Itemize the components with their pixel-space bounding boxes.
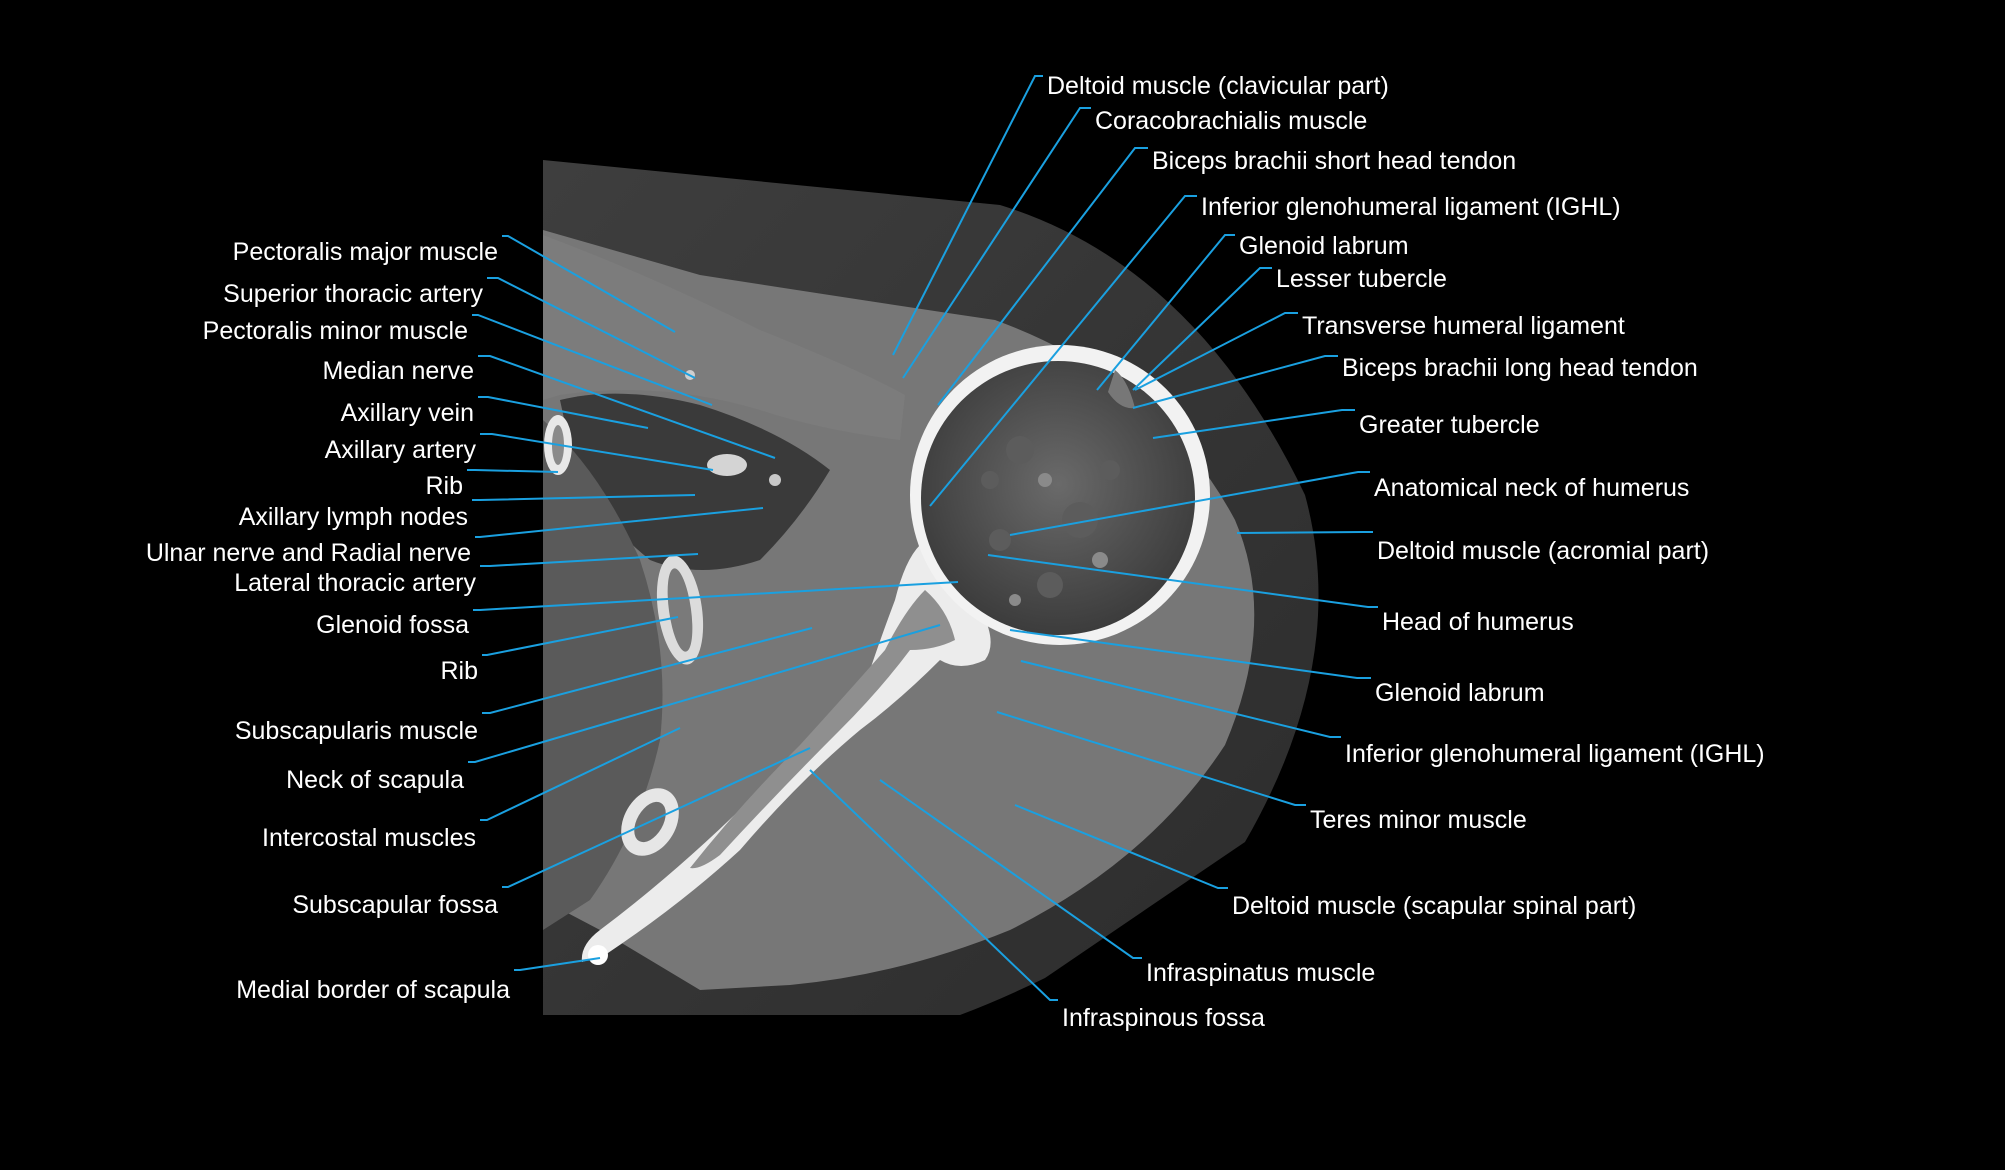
leader-right-infraspinatus-muscle bbox=[879, 779, 1142, 959]
axillary-artery bbox=[769, 474, 781, 486]
lesser-tubercle-notch bbox=[1108, 370, 1135, 409]
leader-left-lateral-thoracic-artery bbox=[480, 553, 699, 567]
leader-right-anatomical-neck-of-humerus bbox=[1009, 471, 1370, 536]
label-neck-of-scapula: Neck of scapula bbox=[286, 766, 464, 794]
leader-right-glenoid-labrum bbox=[1096, 234, 1235, 391]
label-transverse-humeral-ligament: Transverse humeral ligament bbox=[1302, 312, 1625, 340]
label-rib: Rib bbox=[440, 657, 478, 685]
label-pectoralis-minor-muscle: Pectoralis minor muscle bbox=[203, 317, 468, 345]
leader-right-infraspinous-fossa bbox=[809, 769, 1058, 1001]
ct-image bbox=[543, 160, 1319, 1015]
label-greater-tubercle: Greater tubercle bbox=[1359, 411, 1540, 439]
label-lateral-thoracic-artery: Lateral thoracic artery bbox=[234, 569, 476, 597]
leader-right-glenoid-labrum bbox=[1009, 629, 1371, 679]
label-anatomical-neck-of-humerus: Anatomical neck of humerus bbox=[1374, 474, 1689, 502]
label-glenoid-fossa: Glenoid fossa bbox=[316, 611, 469, 639]
leader-right-deltoid-muscle bbox=[1236, 531, 1373, 534]
leader-right-inferior-glenohumeral-ligament bbox=[929, 195, 1197, 507]
leader-right-lesser-tubercle bbox=[1132, 267, 1272, 391]
leader-right-biceps-brachii-short-head-tendon bbox=[937, 147, 1148, 406]
label-subscapular-fossa: Subscapular fossa bbox=[292, 891, 498, 919]
label-deltoid-muscle: Deltoid muscle (scapular spinal part) bbox=[1232, 892, 1636, 920]
label-biceps-brachii-long-head-tendon: Biceps brachii long head tendon bbox=[1342, 354, 1698, 382]
label-subscapularis-muscle: Subscapularis muscle bbox=[235, 717, 478, 745]
leader-left-axillary-artery bbox=[480, 433, 714, 471]
leader-right-transverse-humeral-ligament bbox=[1134, 312, 1298, 391]
leader-right-deltoid-muscle bbox=[892, 75, 1043, 356]
leader-right-biceps-brachii-long-head-tendon bbox=[1132, 355, 1338, 409]
leader-right-coracobrachialis-muscle bbox=[902, 107, 1091, 379]
label-teres-minor-muscle: Teres minor muscle bbox=[1310, 806, 1527, 834]
leader-left-neck-of-scapula bbox=[468, 624, 941, 763]
leader-left-subscapularis-muscle bbox=[482, 627, 813, 714]
leader-left-subscapular-fossa bbox=[502, 747, 811, 888]
axillary-fat bbox=[560, 393, 830, 570]
rib-2-inner bbox=[667, 568, 693, 652]
leader-right-inferior-glenohumeral-ligament bbox=[1020, 660, 1341, 738]
label-deltoid-muscle: Deltoid muscle (clavicular part) bbox=[1047, 72, 1389, 100]
label-glenoid-labrum: Glenoid labrum bbox=[1375, 679, 1545, 707]
leader-left-rib bbox=[482, 616, 679, 656]
label-axillary-lymph-nodes: Axillary lymph nodes bbox=[239, 503, 468, 531]
leader-left-superior-thoracic-artery bbox=[487, 277, 696, 379]
pectoral-muscle bbox=[543, 235, 905, 440]
label-head-of-humerus: Head of humerus bbox=[1382, 608, 1574, 636]
leader-lines bbox=[467, 75, 1378, 1001]
leader-right-deltoid-muscle bbox=[1014, 804, 1228, 889]
label-rib: Rib bbox=[425, 472, 463, 500]
leader-left-median-nerve bbox=[478, 355, 776, 459]
leader-left-medial-border-of-scapula bbox=[514, 957, 601, 971]
label-inferior-glenohumeral-ligament: Inferior glenohumeral ligament (IGHL) bbox=[1201, 193, 1621, 221]
label-medial-border-of-scapula: Medial border of scapula bbox=[236, 976, 510, 1004]
leader-left-intercostal-muscles bbox=[480, 727, 681, 821]
scapula-medial-tip bbox=[588, 945, 608, 965]
leader-left-glenoid-fossa bbox=[473, 581, 959, 611]
label-superior-thoracic-artery: Superior thoracic artery bbox=[223, 280, 483, 308]
leader-left-axillary-lymph-nodes bbox=[472, 494, 696, 501]
leader-right-greater-tubercle bbox=[1152, 409, 1355, 439]
leader-left-pectoralis-major-muscle bbox=[502, 235, 676, 333]
trabecular-texture bbox=[981, 436, 1120, 598]
leader-left-rib bbox=[467, 469, 559, 473]
label-axillary-vein: Axillary vein bbox=[341, 399, 474, 427]
leader-right-teres-minor-muscle bbox=[996, 711, 1306, 806]
leader-left-pectoralis-minor-muscle bbox=[472, 314, 713, 406]
label-lesser-tubercle: Lesser tubercle bbox=[1276, 265, 1447, 293]
label-biceps-brachii-short-head-tendon: Biceps brachii short head tendon bbox=[1152, 147, 1516, 175]
label-infraspinous-fossa: Infraspinous fossa bbox=[1062, 1004, 1265, 1032]
label-deltoid-muscle: Deltoid muscle (acromial part) bbox=[1377, 537, 1709, 565]
scapula-inner bbox=[690, 590, 955, 869]
trabecular-highlights bbox=[1009, 473, 1108, 606]
leader-left-axillary-vein bbox=[478, 396, 649, 429]
label-intercostal-muscles: Intercostal muscles bbox=[262, 824, 476, 852]
label-ulnar-nerve-and-radial-nerve: Ulnar nerve and Radial nerve bbox=[146, 539, 471, 567]
label-median-nerve: Median nerve bbox=[323, 357, 474, 385]
label-infraspinatus-muscle: Infraspinatus muscle bbox=[1146, 959, 1375, 987]
label-coracobrachialis-muscle: Coracobrachialis muscle bbox=[1095, 107, 1367, 135]
label-pectoralis-major-muscle: Pectoralis major muscle bbox=[233, 238, 498, 266]
axillary-vein bbox=[707, 454, 747, 476]
leader-right-head-of-humerus bbox=[987, 554, 1378, 608]
leader-left-ulnar-nerve-and-radial-nerve bbox=[475, 507, 764, 538]
label-glenoid-labrum: Glenoid labrum bbox=[1239, 232, 1409, 260]
label-axillary-artery: Axillary artery bbox=[325, 436, 477, 464]
label-inferior-glenohumeral-ligament: Inferior glenohumeral ligament (IGHL) bbox=[1345, 740, 1765, 768]
humeral-head-marrow bbox=[921, 361, 1195, 635]
